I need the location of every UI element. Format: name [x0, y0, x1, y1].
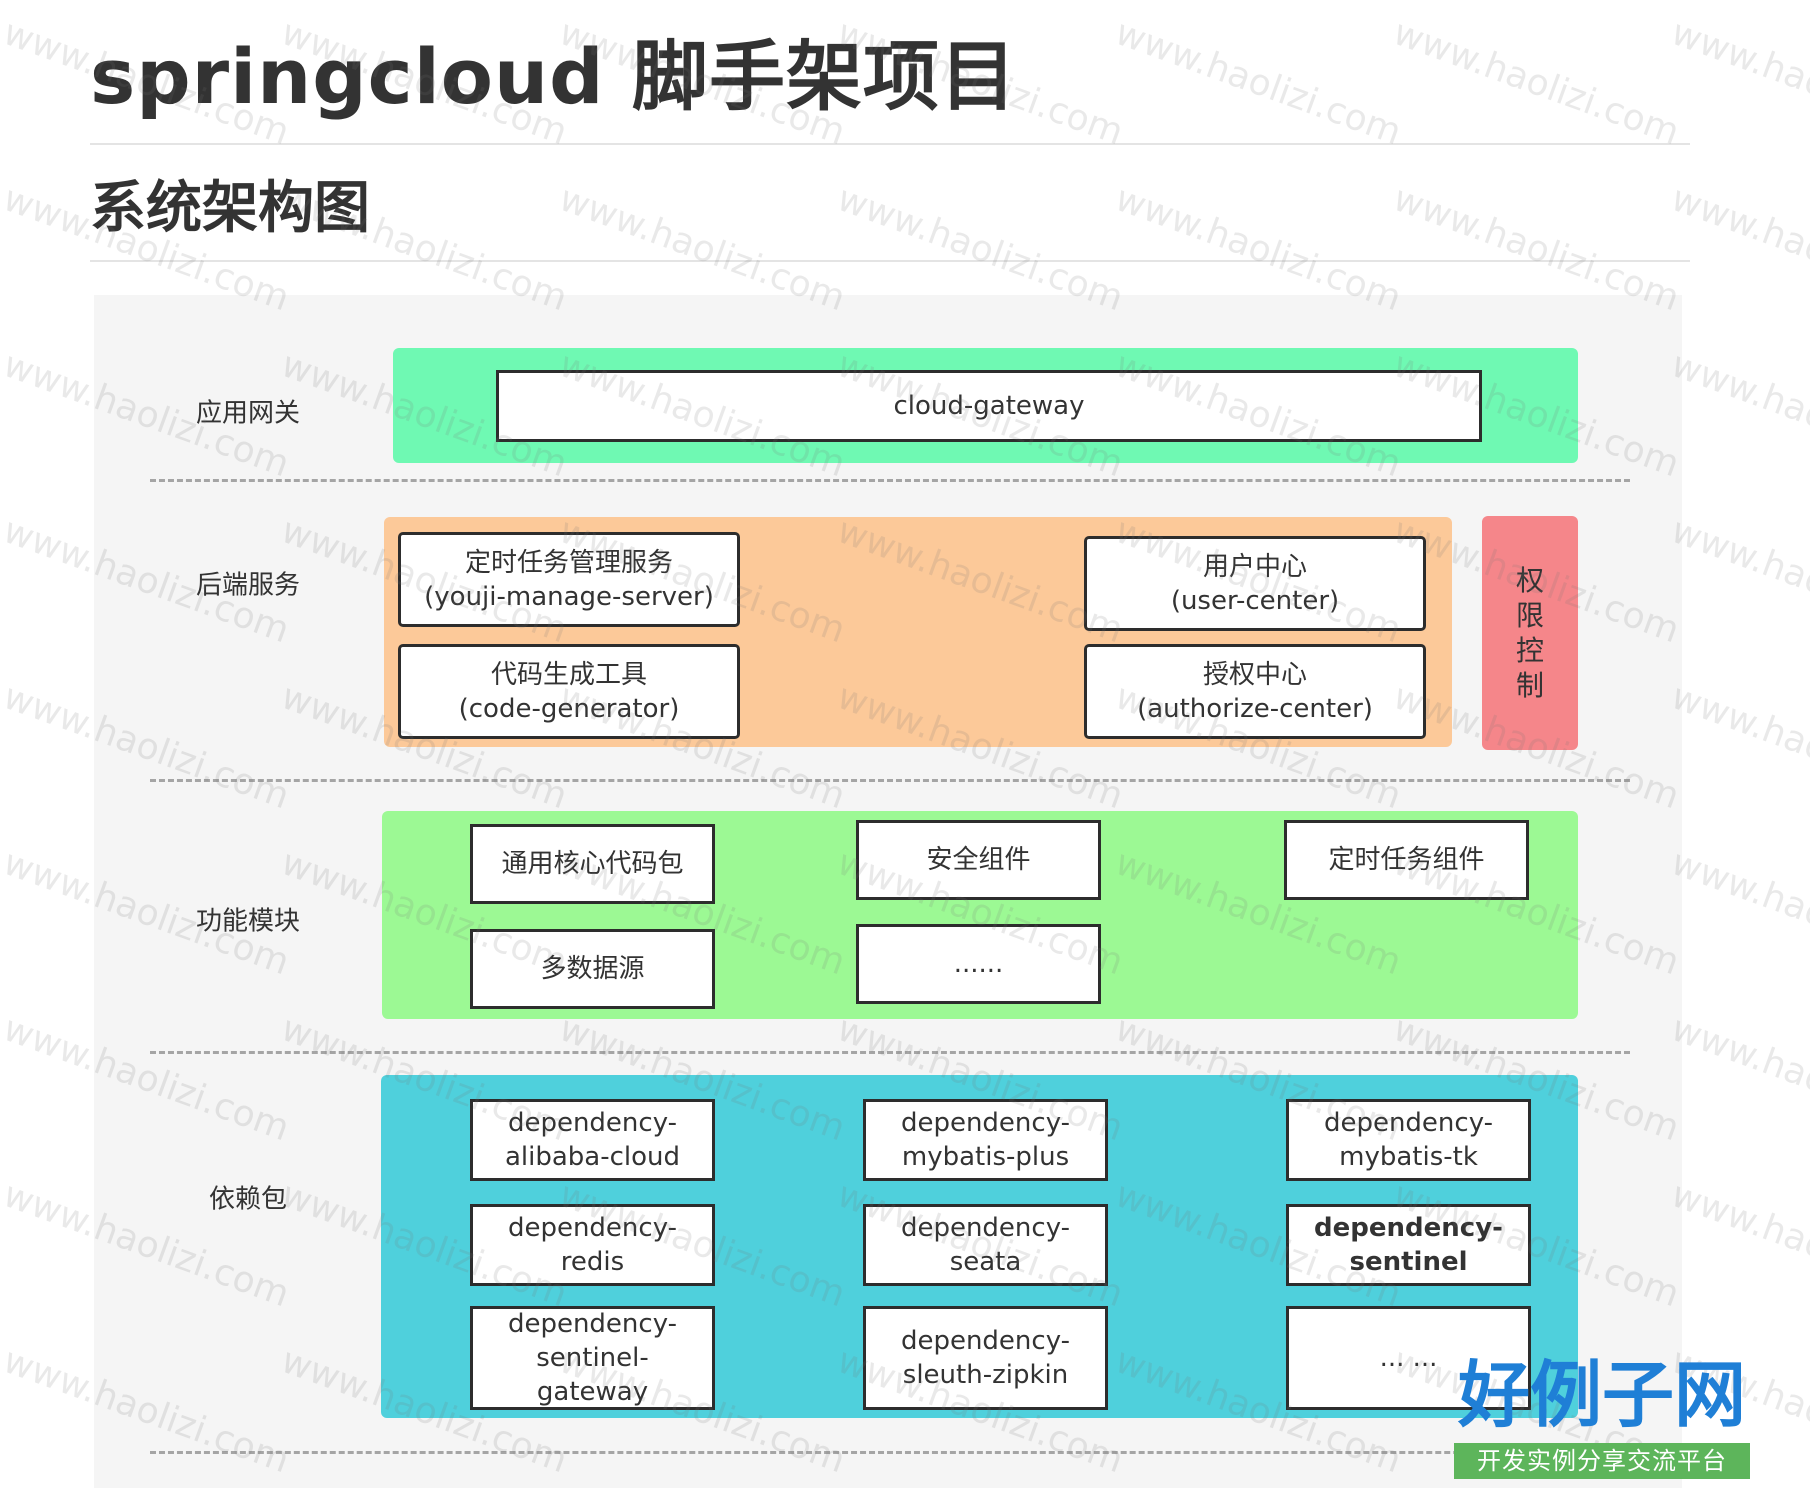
page-title: springcloud 脚手架项目: [90, 32, 1017, 121]
node-dep-mybatis-tk: dependency-mybatis-tk: [1286, 1099, 1531, 1181]
node-text-line: dependency-: [1314, 1213, 1503, 1243]
permission-label-char: 控: [1515, 634, 1544, 667]
node-dep-more: ... ...: [1286, 1306, 1531, 1410]
node-dep-sleuth-zipkin: dependency-sleuth-zipkin: [863, 1306, 1108, 1410]
layer-divider: [150, 779, 1630, 782]
node-text-line: dependency-: [1323, 1108, 1494, 1138]
node-task-manage-server: 定时任务管理服务(youji-manage-server): [398, 532, 740, 627]
node-security: 安全组件: [856, 820, 1101, 900]
node-text-line: redis: [560, 1247, 625, 1277]
watermark-text: www.haolizi.com: [1665, 178, 1810, 320]
node-text-line: 定时任务管理服务: [464, 547, 673, 578]
watermark-text: www.haolizi.com: [1665, 676, 1810, 818]
node-core-package: 通用核心代码包: [470, 824, 715, 904]
node-text-line: dependency-: [507, 1108, 678, 1138]
node-text-line: sentinel: [1349, 1247, 1468, 1277]
permission-label-char: 制: [1515, 669, 1544, 702]
watermark-text: www.haolizi.com: [1665, 842, 1810, 984]
watermark-text: www.haolizi.com: [1665, 1174, 1810, 1316]
section-divider: [90, 260, 1690, 262]
node-user-center: 用户中心(user-center): [1084, 536, 1426, 631]
node-text-line: alibaba-cloud: [504, 1142, 681, 1172]
node-function-more: ......: [856, 924, 1101, 1004]
node-text-line: 安全组件: [926, 845, 1031, 875]
logo-tagline: 开发实例分享交流平台: [1454, 1443, 1750, 1479]
permission-control-band: 权限控制: [1482, 516, 1578, 750]
node-text-line: dependency-: [507, 1213, 678, 1243]
watermark-text: www.haolizi.com: [1665, 1008, 1810, 1150]
node-text-line: (user-center): [1170, 585, 1340, 616]
node-dep-sentinel: dependency-sentinel: [1286, 1204, 1531, 1286]
node-text-line: dependency-: [900, 1108, 1071, 1138]
node-text-line: 多数据源: [540, 954, 645, 984]
node-text-line: dependency-: [900, 1326, 1071, 1356]
permission-label-char: 限: [1515, 599, 1544, 632]
layer-label-backend: 后端服务: [195, 570, 300, 601]
node-text-line: cloud-gateway: [893, 391, 1085, 421]
layer-divider: [150, 1051, 1630, 1054]
node-text-line: 定时任务组件: [1328, 845, 1485, 875]
node-text-line: 通用核心代码包: [501, 849, 684, 879]
site-logo: 好例子网 开发实例分享交流平台: [1452, 1355, 1752, 1483]
layer-divider: [150, 1451, 1630, 1454]
layer-divider: [150, 479, 1630, 482]
permission-label-char: 权: [1515, 564, 1544, 597]
node-text-line: seata: [949, 1247, 1022, 1277]
node-dep-alibaba-cloud: dependency-alibaba-cloud: [470, 1099, 715, 1181]
node-text-line: (youji-manage-server): [424, 581, 714, 612]
node-text-line: 授权中心: [1202, 659, 1307, 690]
node-dep-mybatis-plus: dependency-mybatis-plus: [863, 1099, 1108, 1181]
watermark-text: www.haolizi.com: [1665, 12, 1810, 154]
node-text-line: ... ...: [1379, 1343, 1438, 1373]
node-authorize-center: 授权中心(authorize-center): [1084, 644, 1426, 739]
node-text-line: gateway: [536, 1377, 649, 1407]
logo-mark: 好例子网: [1457, 1353, 1746, 1437]
node-cloud-gateway: cloud-gateway: [496, 370, 1482, 442]
node-dep-redis: dependency-redis: [470, 1204, 715, 1286]
node-dep-seata: dependency-seata: [863, 1204, 1108, 1286]
node-text-line: 代码生成工具: [490, 659, 647, 690]
watermark-text: www.haolizi.com: [1387, 12, 1685, 154]
section-heading: 系统架构图: [90, 176, 370, 241]
watermark-text: www.haolizi.com: [1109, 12, 1407, 154]
watermark-text: www.haolizi.com: [1665, 510, 1810, 652]
node-text-line: mybatis-plus: [901, 1142, 1070, 1172]
node-dep-sentinel-gateway: dependency-sentinel-gateway: [470, 1306, 715, 1410]
title-divider: [90, 143, 1690, 145]
node-scheduled-task: 定时任务组件: [1284, 820, 1529, 900]
node-text-line: mybatis-tk: [1339, 1142, 1478, 1172]
layer-label-dependency: 依赖包: [208, 1184, 287, 1215]
node-text-line: sleuth-zipkin: [902, 1360, 1069, 1390]
node-text-line: dependency-: [507, 1309, 678, 1339]
watermark-text: www.haolizi.com: [1665, 344, 1810, 486]
layer-label-gateway: 应用网关: [195, 398, 300, 429]
node-text-line: dependency-: [900, 1213, 1071, 1243]
layer-label-function: 功能模块: [195, 906, 300, 937]
node-text-line: (authorize-center): [1137, 693, 1373, 724]
node-text-line: ......: [953, 949, 1004, 979]
node-text-line: (code-generator): [458, 693, 680, 724]
node-code-generator: 代码生成工具(code-generator): [398, 644, 740, 739]
node-multi-datasource: 多数据源: [470, 929, 715, 1009]
node-text-line: 用户中心: [1202, 551, 1307, 582]
node-text-line: sentinel-: [536, 1343, 649, 1373]
